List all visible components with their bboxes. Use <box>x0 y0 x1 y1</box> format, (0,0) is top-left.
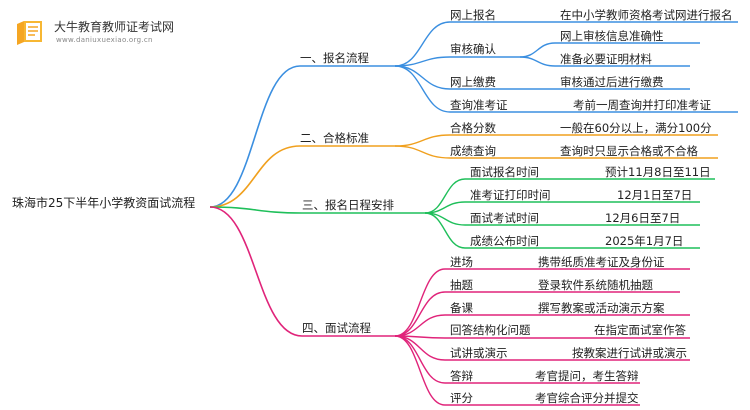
leaf-connector <box>394 291 446 337</box>
leaf-connector <box>394 134 451 147</box>
leaf-connector <box>424 212 466 249</box>
book-logo-icon <box>17 21 42 45</box>
root-topic: 珠海市25下半年小学教资面试流程 <box>12 196 196 210</box>
branch-label: 四、面试流程 <box>302 321 371 335</box>
item-label: 成绩公布时间 <box>470 234 539 248</box>
item-label: 准考证打印时间 <box>470 188 551 202</box>
item-value: 考官提问，考生答辩 <box>535 369 639 383</box>
leaf-connector <box>394 145 451 159</box>
item-label: 审核确认 <box>450 42 496 56</box>
branch-connector <box>209 65 301 208</box>
item-label: 查询准考证 <box>450 98 508 112</box>
item-label: 合格分数 <box>450 121 496 135</box>
item-value: 在中小学教师资格考试网进行报名 <box>560 8 733 22</box>
item-value: 准备必要证明材料 <box>560 52 652 66</box>
leaf-connector <box>394 65 451 113</box>
item-value: 2025年1月7日 <box>605 234 684 248</box>
item-value: 携带纸质准考证及身份证 <box>538 255 665 269</box>
item-value: 考前一周查询并打印准考证 <box>573 98 711 112</box>
item-label: 进场 <box>450 255 473 269</box>
item-label: 答辩 <box>450 369 473 383</box>
branch-connector <box>209 145 301 208</box>
item-label: 面试报名时间 <box>470 165 539 179</box>
branch-label: 一、报名流程 <box>300 51 369 65</box>
logo-title: 大牛教育教师证考试网 <box>54 20 175 34</box>
item-value: 12月1日至7日 <box>617 188 693 202</box>
item-value: 在指定面试室作答 <box>594 323 686 337</box>
site-logo[interactable]: 大牛教育教师证考试网 www.daniuxuexiao.org.cn <box>14 16 204 50</box>
item-value: 一般在60分以上，满分100分 <box>560 121 712 135</box>
item-value: 登录软件系统随机抽题 <box>538 278 653 292</box>
leaf-connector <box>394 335 446 361</box>
item-label: 回答结构化问题 <box>450 323 531 337</box>
item-label: 面试考试时间 <box>470 211 539 225</box>
item-label: 网上缴费 <box>450 75 496 89</box>
item-value: 考官综合评分并提交 <box>535 391 639 405</box>
item-value: 审核通过后进行缴费 <box>560 75 664 89</box>
item-label: 抽题 <box>450 278 473 292</box>
item-label: 评分 <box>450 391 473 405</box>
item-label: 网上报名 <box>450 8 496 22</box>
value-connector <box>519 42 556 58</box>
item-value: 预计11月8日至11日 <box>605 165 711 179</box>
item-value: 12月6日至7日 <box>605 211 681 225</box>
leaf-connector <box>394 21 451 67</box>
leaf-connector <box>394 268 446 337</box>
item-label: 成绩查询 <box>450 144 496 158</box>
leaf-connector <box>394 65 451 90</box>
item-value: 网上审核信息准确性 <box>560 29 664 43</box>
item-value: 按教案进行试讲或演示 <box>572 346 687 360</box>
item-label: 备课 <box>450 301 473 315</box>
branch-label: 三、报名日程安排 <box>302 198 394 212</box>
leaf-connector <box>394 335 446 406</box>
item-value: 撰写教案或活动演示方案 <box>538 301 665 315</box>
branch-connector <box>209 206 303 337</box>
value-connector <box>519 56 556 67</box>
branch-connector <box>209 206 303 214</box>
item-label: 试讲或演示 <box>450 346 508 360</box>
logo-url: www.daniuxuexiao.org.cn <box>56 36 153 44</box>
branch-label: 二、合格标准 <box>300 131 369 145</box>
leaf-connector <box>424 178 466 214</box>
item-value: 查询时只显示合格或不合格 <box>560 144 698 158</box>
